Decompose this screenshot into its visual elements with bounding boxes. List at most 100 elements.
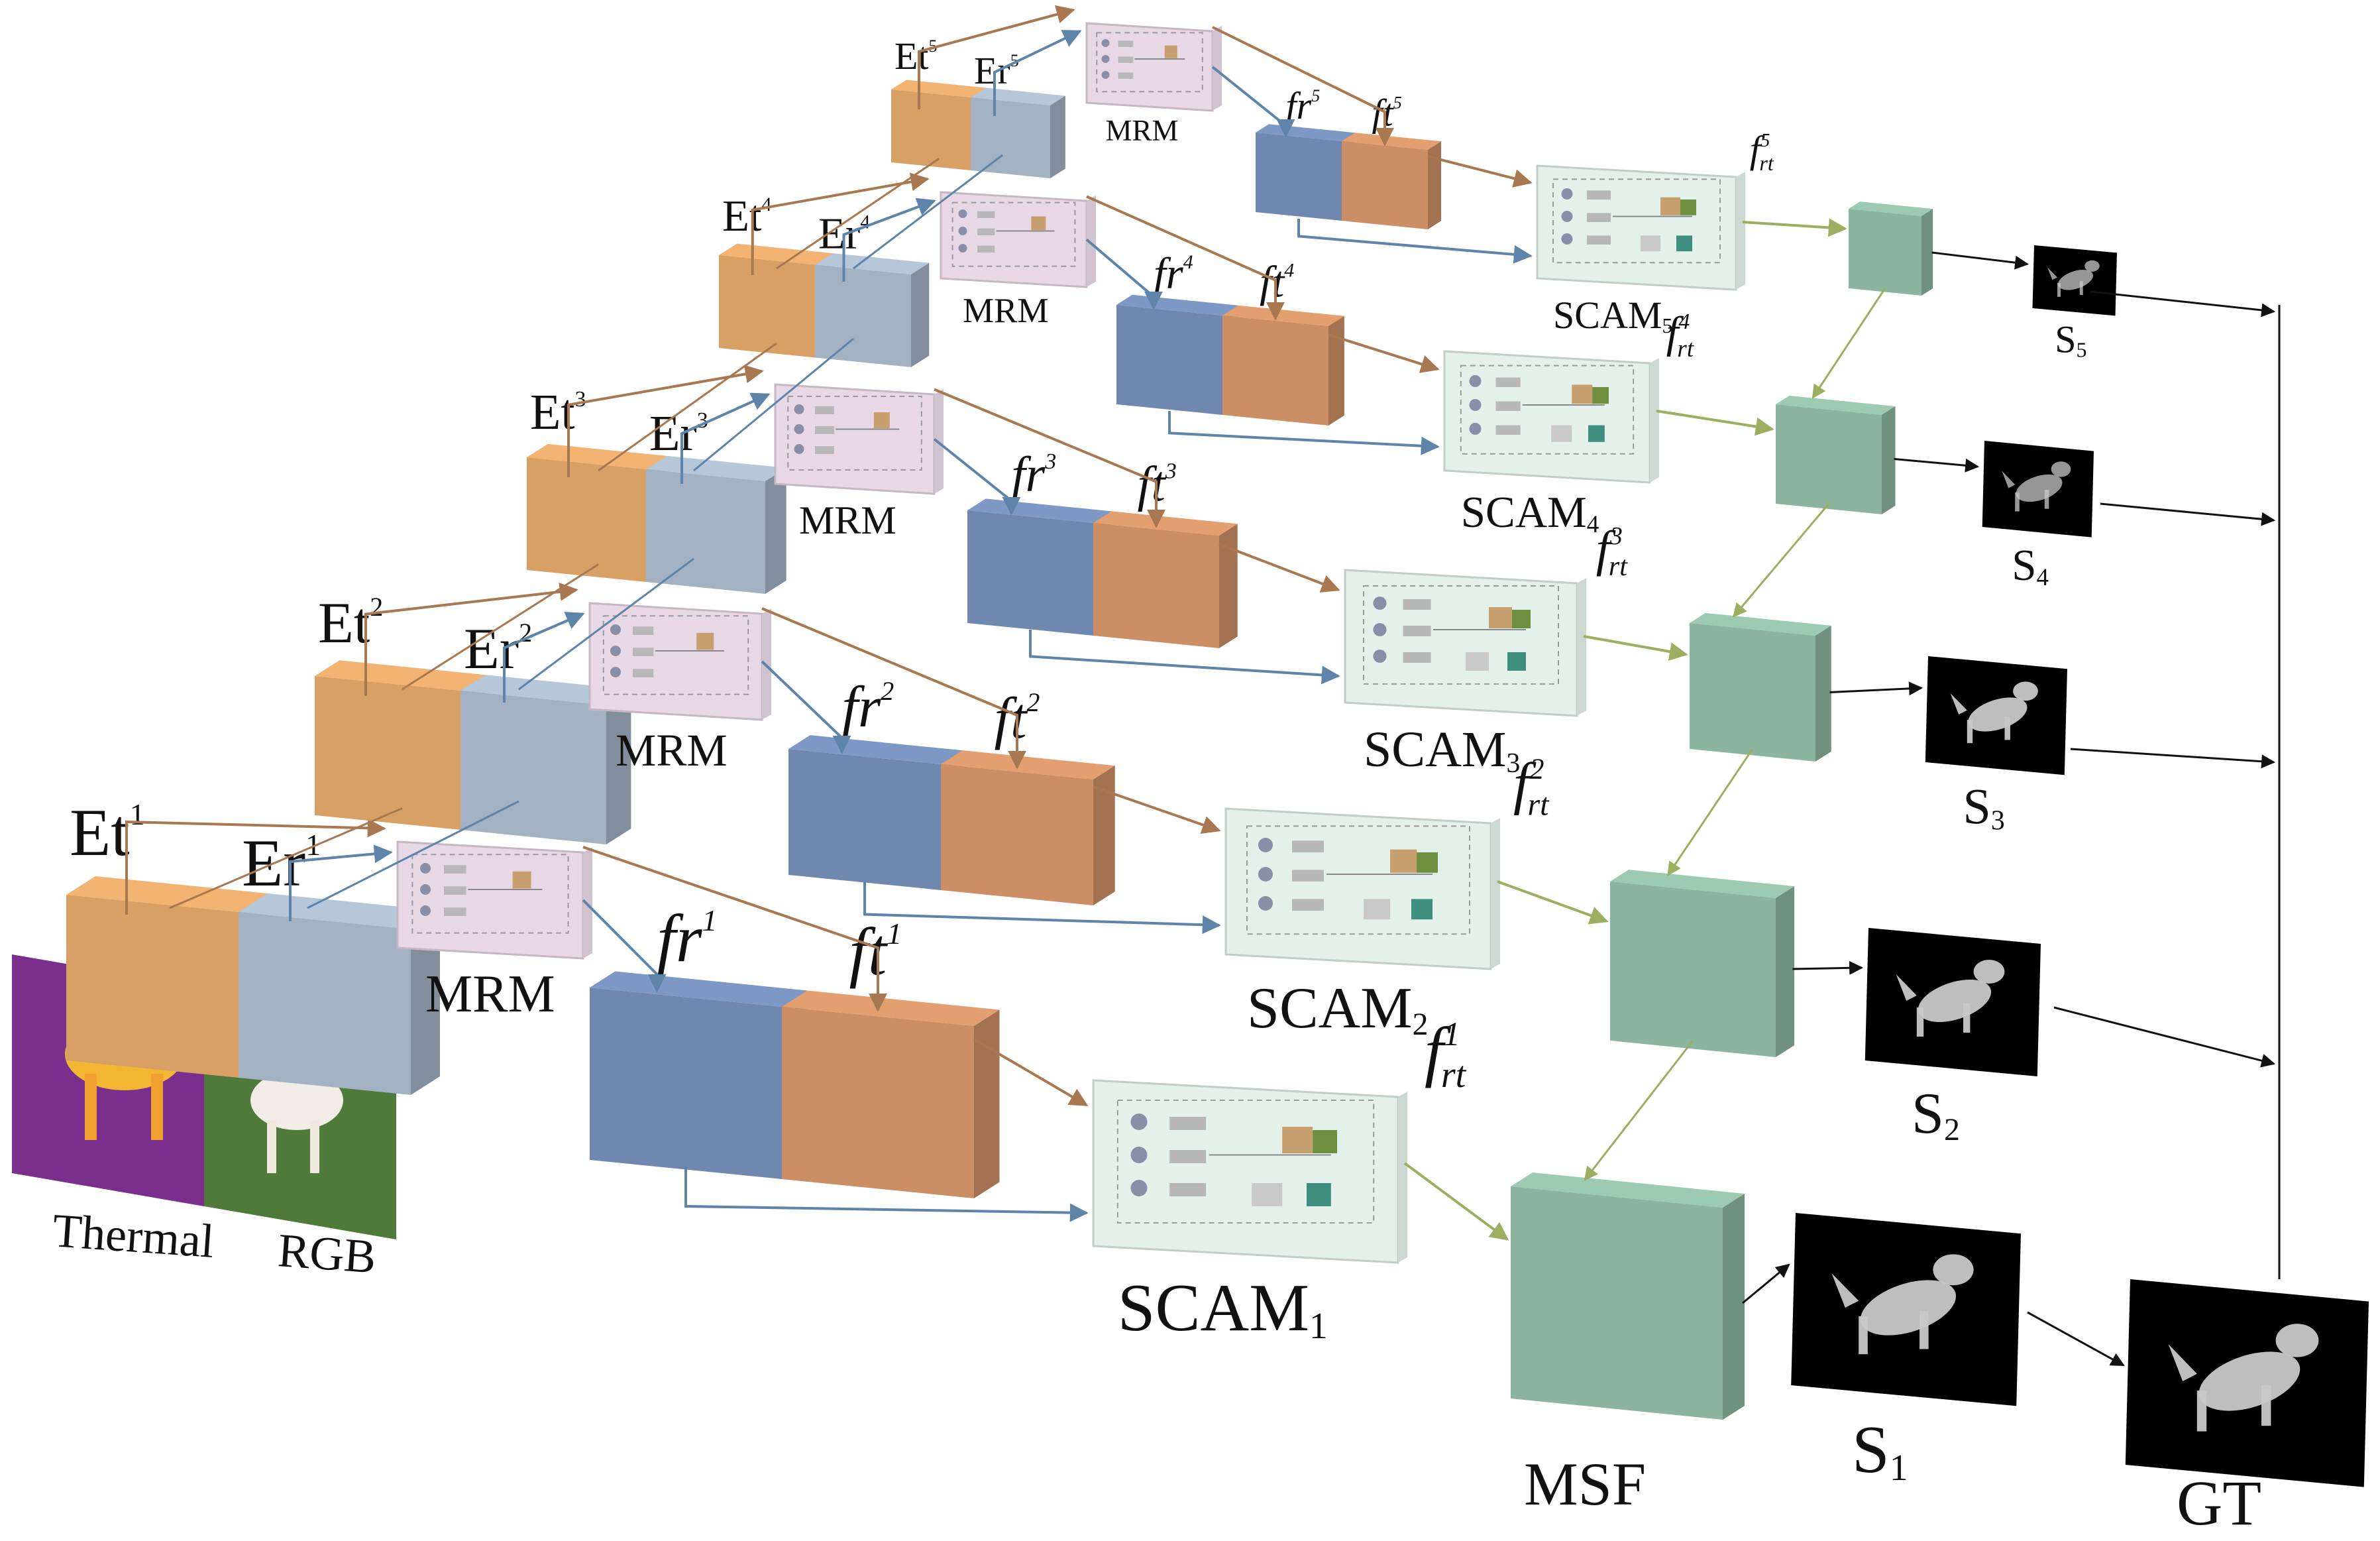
scam-module-4: [1443, 350, 1659, 484]
scam-module-3: [1344, 569, 1586, 717]
arrow-saliency-5-gt: [2090, 290, 2276, 317]
arrow-scam-fusion-1: [1403, 1162, 1509, 1241]
ft-block-1: [782, 990, 1000, 1198]
er-label-3: Er3: [649, 406, 708, 461]
arrow-mrm-fr-3: [933, 437, 1021, 516]
saliency-label-5: S5: [2055, 317, 2086, 361]
scam-module-2: [1224, 807, 1500, 970]
et-label-2: Et2: [318, 591, 383, 656]
arrow-saliency-4-gt: [2100, 502, 2276, 526]
fr-block-2: [788, 735, 963, 890]
ft-block-4: [1222, 305, 1344, 426]
ft-label-1: ft1: [849, 915, 902, 990]
et-label-3: Et3: [530, 384, 586, 440]
fr-label-4: fr4: [1154, 249, 1193, 298]
ft-label-3: ft3: [1138, 457, 1177, 512]
arrow-fr-scam-5: [1297, 219, 1533, 264]
arrow-er-mrm-4: [842, 198, 936, 282]
mrm-module-3: [774, 383, 944, 495]
saliency-label-2: S2: [1912, 1082, 1960, 1147]
mrm-label-4: MRM: [963, 292, 1049, 330]
arrow-et-mrm-5: [918, 5, 1075, 109]
er-label-4: Er4: [818, 209, 870, 258]
gt-map: [2125, 1279, 2369, 1487]
scam-label-5: SCAM5: [1553, 294, 1672, 337]
encoder-link-thermal-4: [598, 342, 777, 472]
mrm-module-4: [940, 191, 1096, 288]
et-label-1: Et1: [70, 795, 145, 870]
arrow-scam-fusion-2: [1497, 880, 1609, 925]
mrm-label-5: MRM: [1106, 114, 1179, 147]
saliency-map-4: [1982, 441, 2094, 538]
arrow-saliency-2-gt: [2053, 1006, 2276, 1068]
rgb-label: RGB: [276, 1224, 378, 1283]
scam-label-3: SCAM3: [1364, 722, 1520, 779]
fr-block-4: [1116, 294, 1238, 415]
arrow-fusion-chain-5: [1812, 288, 1886, 399]
encoder-link-4: [693, 337, 854, 472]
scam-module-1: [1092, 1079, 1407, 1264]
encoder-link-5: [853, 154, 1003, 270]
msf-block: [1511, 1172, 1745, 1420]
mrm-label-1: MRM: [425, 965, 555, 1023]
encoder-link-2: [307, 800, 519, 909]
arrow-scam-fusion-4: [1656, 410, 1774, 436]
gt-label: GT: [2177, 1467, 2261, 1538]
ft-block-2: [941, 750, 1115, 905]
arrow-et-mrm-4: [751, 172, 930, 275]
scam-label-4: SCAM4: [1461, 488, 1599, 538]
arrow-mrm-fr-5: [1211, 66, 1295, 138]
arrow-et-mrm-2: [364, 582, 578, 696]
mrm-module-2: [588, 602, 771, 721]
ft-label-5: ft5: [1372, 91, 1402, 135]
arrow-fusion-saliency-5: [1931, 251, 2029, 270]
er-label-2: Er2: [464, 617, 532, 681]
scam-label-1: SCAM1: [1118, 1271, 1328, 1347]
thermal-label: Thermal: [51, 1204, 216, 1268]
arrow-fr-scam-3: [1029, 630, 1340, 685]
arrow-scam-fusion-5: [1742, 218, 1847, 237]
et-label-5: Et5: [894, 34, 938, 78]
fusion-block-4: [1776, 395, 1896, 514]
fr-block-5: [1256, 124, 1356, 221]
encoder-rgb-2: [460, 675, 631, 844]
saliency-map-3: [1925, 656, 2067, 775]
ft-block-3: [1093, 511, 1238, 648]
arrow-scam-fusion-3: [1583, 635, 1688, 661]
mrm-label-2: MRM: [616, 725, 728, 775]
arrow-ft-scam-1: [973, 1038, 1089, 1107]
encoder-rgb-5: [971, 87, 1065, 178]
arrow-mrm-ft-2: [761, 607, 1026, 770]
encoder-link-thermal-5: [776, 158, 940, 270]
ft-block-5: [1342, 133, 1442, 229]
ft-label-2: ft2: [995, 687, 1040, 751]
arrow-fusion-saliency-1: [1742, 1263, 1790, 1304]
encoder-thermal-3: [527, 443, 667, 582]
arrow-fusion-chain-2: [1584, 1040, 1694, 1181]
encoder-rgb-4: [815, 253, 930, 367]
arrow-mrm-fr-2: [761, 660, 851, 754]
mrm-module-1: [396, 840, 592, 960]
arrow-fr-scam-2: [863, 882, 1221, 935]
arrow-mrm-fr-4: [1085, 238, 1163, 310]
arrow-er-mrm-3: [680, 392, 771, 484]
arrow-mrm-ft-4: [1086, 195, 1285, 321]
arrow-saliency-3-gt: [2070, 748, 2276, 769]
fusion-block-3: [1690, 612, 1831, 762]
fr-label-3: fr3: [1012, 447, 1057, 502]
er-label-1: Er1: [242, 826, 321, 901]
arrow-er-mrm-1: [289, 844, 393, 921]
fr-label-2: fr2: [842, 675, 894, 740]
encoder-link-thermal-2: [169, 807, 403, 909]
fusion-block-5: [1849, 201, 1933, 296]
saliency-map-1: [1791, 1213, 2021, 1406]
arrow-fusion-chain-3: [1667, 748, 1754, 876]
arrow-ft-scam-3: [1218, 543, 1340, 593]
saliency-map-2: [1865, 928, 2041, 1076]
arrow-et-mrm-3: [567, 365, 764, 477]
